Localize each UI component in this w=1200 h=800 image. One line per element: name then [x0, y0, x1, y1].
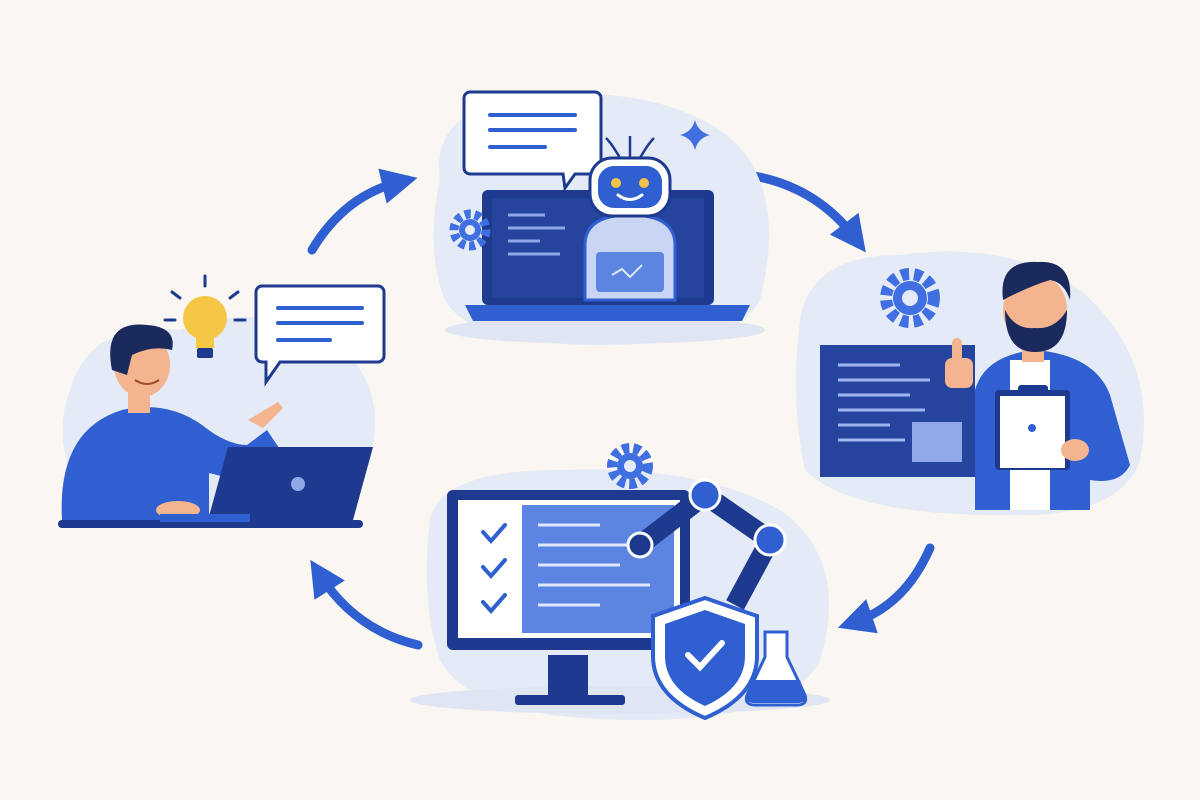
clipboard-icon — [995, 385, 1089, 470]
shield-check-icon — [651, 595, 759, 721]
speech-bubble-icon — [462, 90, 603, 192]
idea-scene — [58, 274, 386, 528]
arrow-testing-to-idea — [310, 559, 423, 650]
gear-icon — [880, 268, 940, 328]
gear-icon — [607, 443, 653, 489]
lightbulb-icon — [163, 274, 247, 358]
sparkle-icon — [680, 120, 710, 150]
speech-bubble-icon — [254, 284, 386, 387]
review-scene — [796, 251, 1144, 516]
flask-icon — [744, 630, 808, 707]
gear-icon — [449, 209, 491, 251]
arrow-ai-to-review — [743, 170, 866, 253]
robot-arm-icon — [626, 478, 787, 610]
desk — [58, 520, 363, 528]
cycle-arrows — [307, 168, 935, 650]
robot-icon — [583, 136, 677, 302]
arrow-idea-to-ai — [307, 168, 418, 255]
ai-assistant-scene — [433, 90, 769, 346]
testing-scene — [410, 443, 830, 721]
arrow-review-to-testing — [837, 543, 935, 634]
shadow — [445, 316, 765, 344]
laptop-icon — [160, 447, 373, 522]
checklist-icon — [481, 523, 507, 615]
thumbs-up-icon — [945, 338, 973, 388]
